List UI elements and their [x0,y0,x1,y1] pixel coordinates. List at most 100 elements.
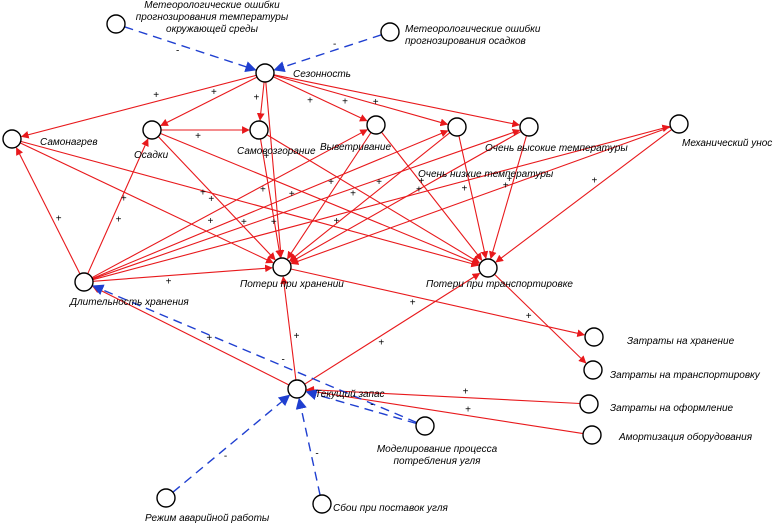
edge-sign: - [315,448,318,459]
node-label-line: потребления угля [394,455,482,467]
edge-selfheat-to-loss_trans [20,140,480,268]
edge-sign: + [307,96,313,107]
node-label: Затраты на хранение [627,336,735,347]
edge-season-to-precip [160,76,258,126]
node-loss-store[interactable] [272,257,292,277]
edge-hightemp-to-loss_store [289,132,451,262]
edge-sign: + [333,216,339,227]
edge-sign: - [370,399,373,410]
node-label-line: Текущий запас [315,389,385,400]
edge-sign: + [241,217,247,228]
node-cost-store[interactable] [584,327,604,347]
node-label: Затраты на оформление [610,402,734,414]
node-label: Очень высокие температуры [485,143,628,154]
node-label: Механический унос [682,138,772,149]
edge-precip-to-loss_trans [160,132,480,266]
edge-met_temp-to-season [124,26,257,73]
edge-sign: + [461,184,467,195]
node-loss-trans[interactable] [478,258,498,278]
node-hightemp[interactable] [447,117,467,137]
node-label: Очень низкие температуры [418,169,554,180]
node-label: Выветривание [320,142,391,153]
node-label-line: Метеорологические ошибки [144,0,280,11]
node-weather[interactable] [366,115,386,135]
node-label-line: Осадки [134,150,169,161]
edge-lowtemp-to-loss_trans [489,135,528,260]
edge-sign: + [373,97,379,108]
node-selfignite[interactable] [249,120,269,140]
edge-duration-to-weather [91,129,368,279]
edge-season-to-selfheat [20,74,257,139]
edge-stock-to-loss_store [280,276,297,381]
edge-season-to-weather [272,76,368,122]
edge-sign: + [56,213,62,224]
edge-sign: + [342,97,348,108]
node-label-line: Метеорологические ошибки [405,23,541,35]
edge-met_prec-to-season [273,34,382,73]
node-label-line: Моделирование процесса [377,444,498,455]
edge-sign: - [282,355,285,366]
edge-sign: + [263,151,269,162]
edge-model-to-stock [305,389,417,425]
edge-sign: + [376,177,382,188]
edge-sign: + [465,405,471,416]
node-season[interactable] [255,63,275,83]
edge-emergency-to-stock [172,394,291,493]
node-model[interactable] [415,416,435,436]
edge-sign: + [260,185,266,196]
node-label-line: Затраты на хранение [627,336,735,347]
node-cost-paper[interactable] [579,394,599,414]
node-label: Потери при хранении [240,279,344,290]
node-emergency[interactable] [156,488,176,508]
edge-duration-to-hightemp [92,129,449,280]
node-supply[interactable] [312,494,332,514]
node-cost-trans[interactable] [583,360,603,380]
edge-sign: + [463,387,469,398]
edge-season-to-selfignite [256,81,265,121]
node-label-line: Затраты на транспортировку [610,370,761,381]
node-label: Осадки [134,150,169,161]
node-label: Амортизация оборудования [618,431,753,443]
edge-hightemp-to-loss_trans [458,135,489,259]
node-amort[interactable] [582,425,602,445]
node-label: Самовозгорание [237,146,316,157]
node-label-line: прогнозирования температуры [136,12,289,23]
edge-season-to-hightemp [273,74,449,127]
nodes-layer [2,14,689,514]
edge-duration-to-precip [87,138,149,275]
node-met-temp[interactable] [106,14,126,34]
edge-duration-to-selfheat [16,147,81,275]
node-label: Сезонность [293,69,351,80]
edge-cost_paper-to-stock [306,386,581,405]
node-label: Длительность хранения [69,297,189,308]
edge-weather-to-loss_store [287,132,372,260]
edge-duration-to-loss_store [92,264,273,282]
edge-sign: + [207,216,213,227]
node-label: Режим аварийной работы [145,512,270,524]
edge-sign: + [294,331,300,342]
edge-supply-to-stock [295,397,321,496]
node-label-line: прогнозирования осадков [405,36,526,47]
node-met-prec[interactable] [380,22,400,42]
edge-sign: + [166,277,172,288]
node-lowtemp[interactable] [519,117,539,137]
edge-duration-to-mech [92,124,671,281]
node-selfheat[interactable] [2,129,22,149]
node-label-line: Самонагрев [40,137,98,148]
node-label-line: окружающей среды [166,24,259,35]
node-stock[interactable] [287,379,307,399]
node-label: Текущий запас [315,389,385,400]
node-label-line: Потери при транспортировке [426,279,573,290]
node-label-line: Затраты на оформление [610,402,734,414]
node-precip[interactable] [142,120,162,140]
edge-season-to-lowtemp [273,74,520,128]
node-label-line: Очень низкие температуры [418,169,554,180]
edge-selfignite-to-loss_store [259,138,283,258]
edge-sign: - [333,39,336,50]
node-duration[interactable] [74,272,94,292]
node-mech[interactable] [669,114,689,134]
node-label-line: Режим аварийной работы [145,512,270,524]
node-label-line: Сбои при поставок угля [333,502,449,514]
